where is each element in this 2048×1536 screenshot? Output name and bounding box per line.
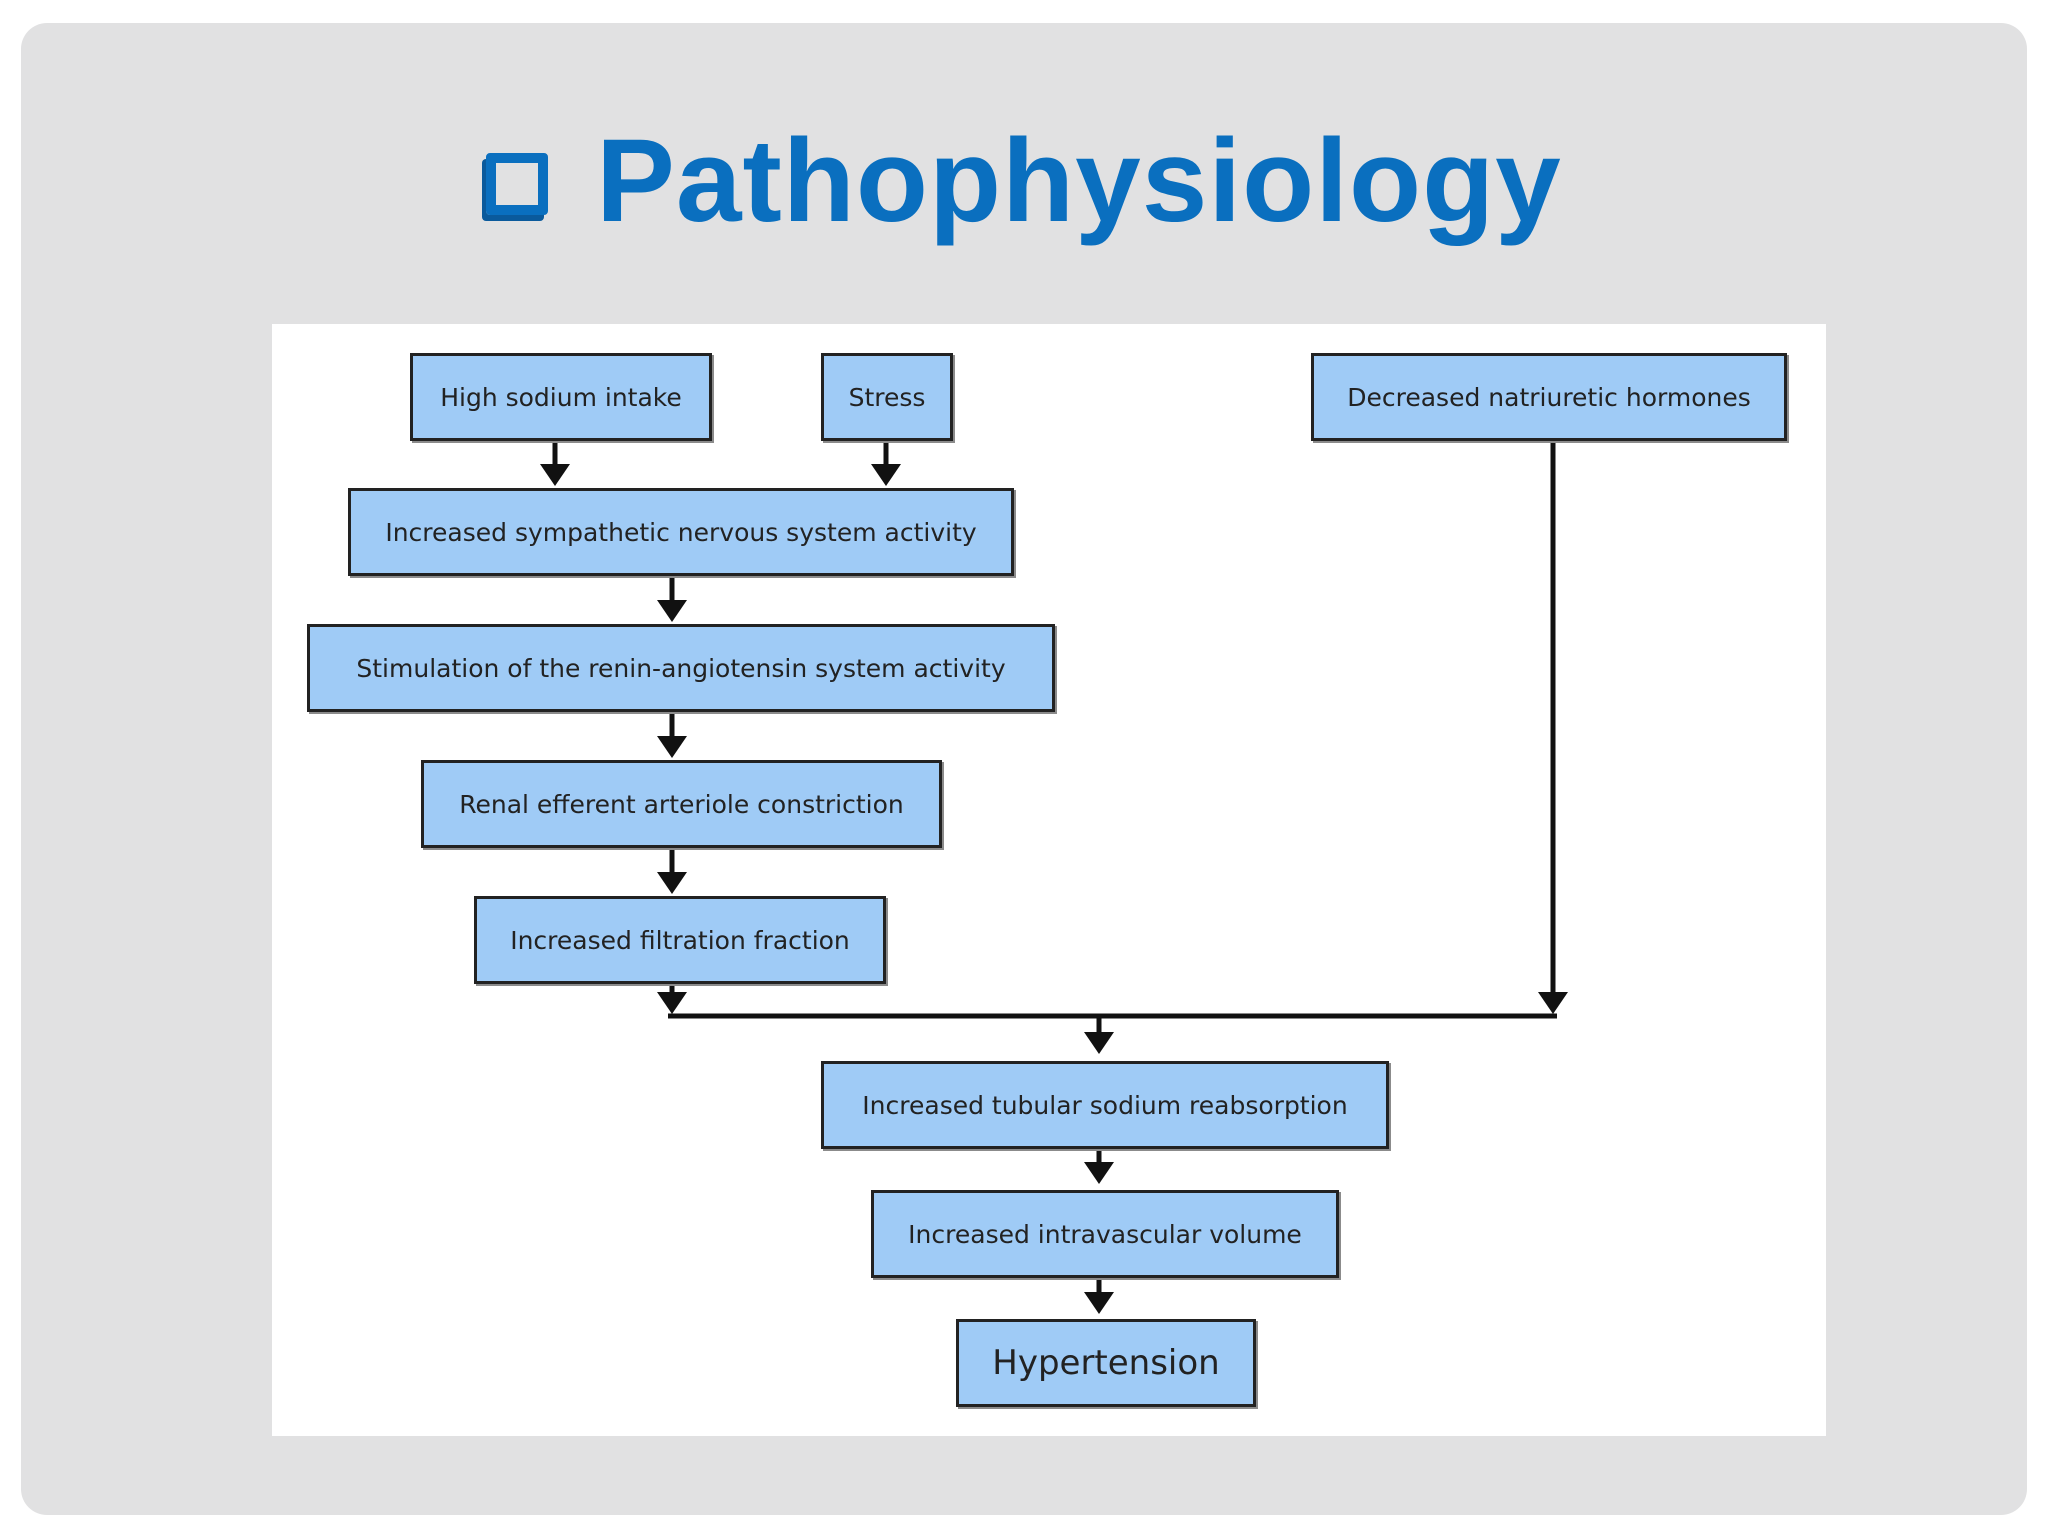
arrowhead — [657, 600, 687, 622]
arrowhead — [540, 464, 570, 486]
node-increased-filtration-fraction: Increased filtration fraction — [474, 896, 886, 984]
hollow-square-bullet-icon — [486, 153, 549, 215]
arrowhead — [1084, 1162, 1114, 1184]
node-renal-efferent-constriction: Renal efferent arteriole constriction — [421, 760, 942, 848]
node-increased-intravascular-volume: Increased intravascular volume — [871, 1190, 1339, 1278]
arrowhead — [657, 872, 687, 894]
node-stress: Stress — [821, 353, 953, 441]
node-decreased-natriuretic-hormones: Decreased natriuretic hormones — [1311, 353, 1787, 441]
arrowhead — [1084, 1032, 1114, 1054]
node-high-sodium-intake: High sodium intake — [410, 353, 712, 441]
arrowhead — [657, 736, 687, 758]
node-increased-tubular-sodium-reabsorption: Increased tubular sodium reabsorption — [821, 1061, 1389, 1149]
arrowhead — [657, 992, 687, 1014]
arrowhead — [1538, 992, 1568, 1014]
node-increased-sympathetic-activity: Increased sympathetic nervous system act… — [348, 488, 1014, 576]
title-text: Pathophysiology — [596, 115, 1562, 247]
node-renin-angiotensin-stimulation: Stimulation of the renin-angiotensin sys… — [307, 624, 1055, 712]
arrowhead — [1084, 1292, 1114, 1314]
node-hypertension: Hypertension — [956, 1319, 1256, 1407]
slide-title: Pathophysiology — [21, 113, 2027, 249]
arrowhead — [871, 464, 901, 486]
flowchart-panel: High sodium intake Stress Decreased natr… — [272, 324, 1826, 1436]
connector-layer — [540, 441, 1568, 1314]
